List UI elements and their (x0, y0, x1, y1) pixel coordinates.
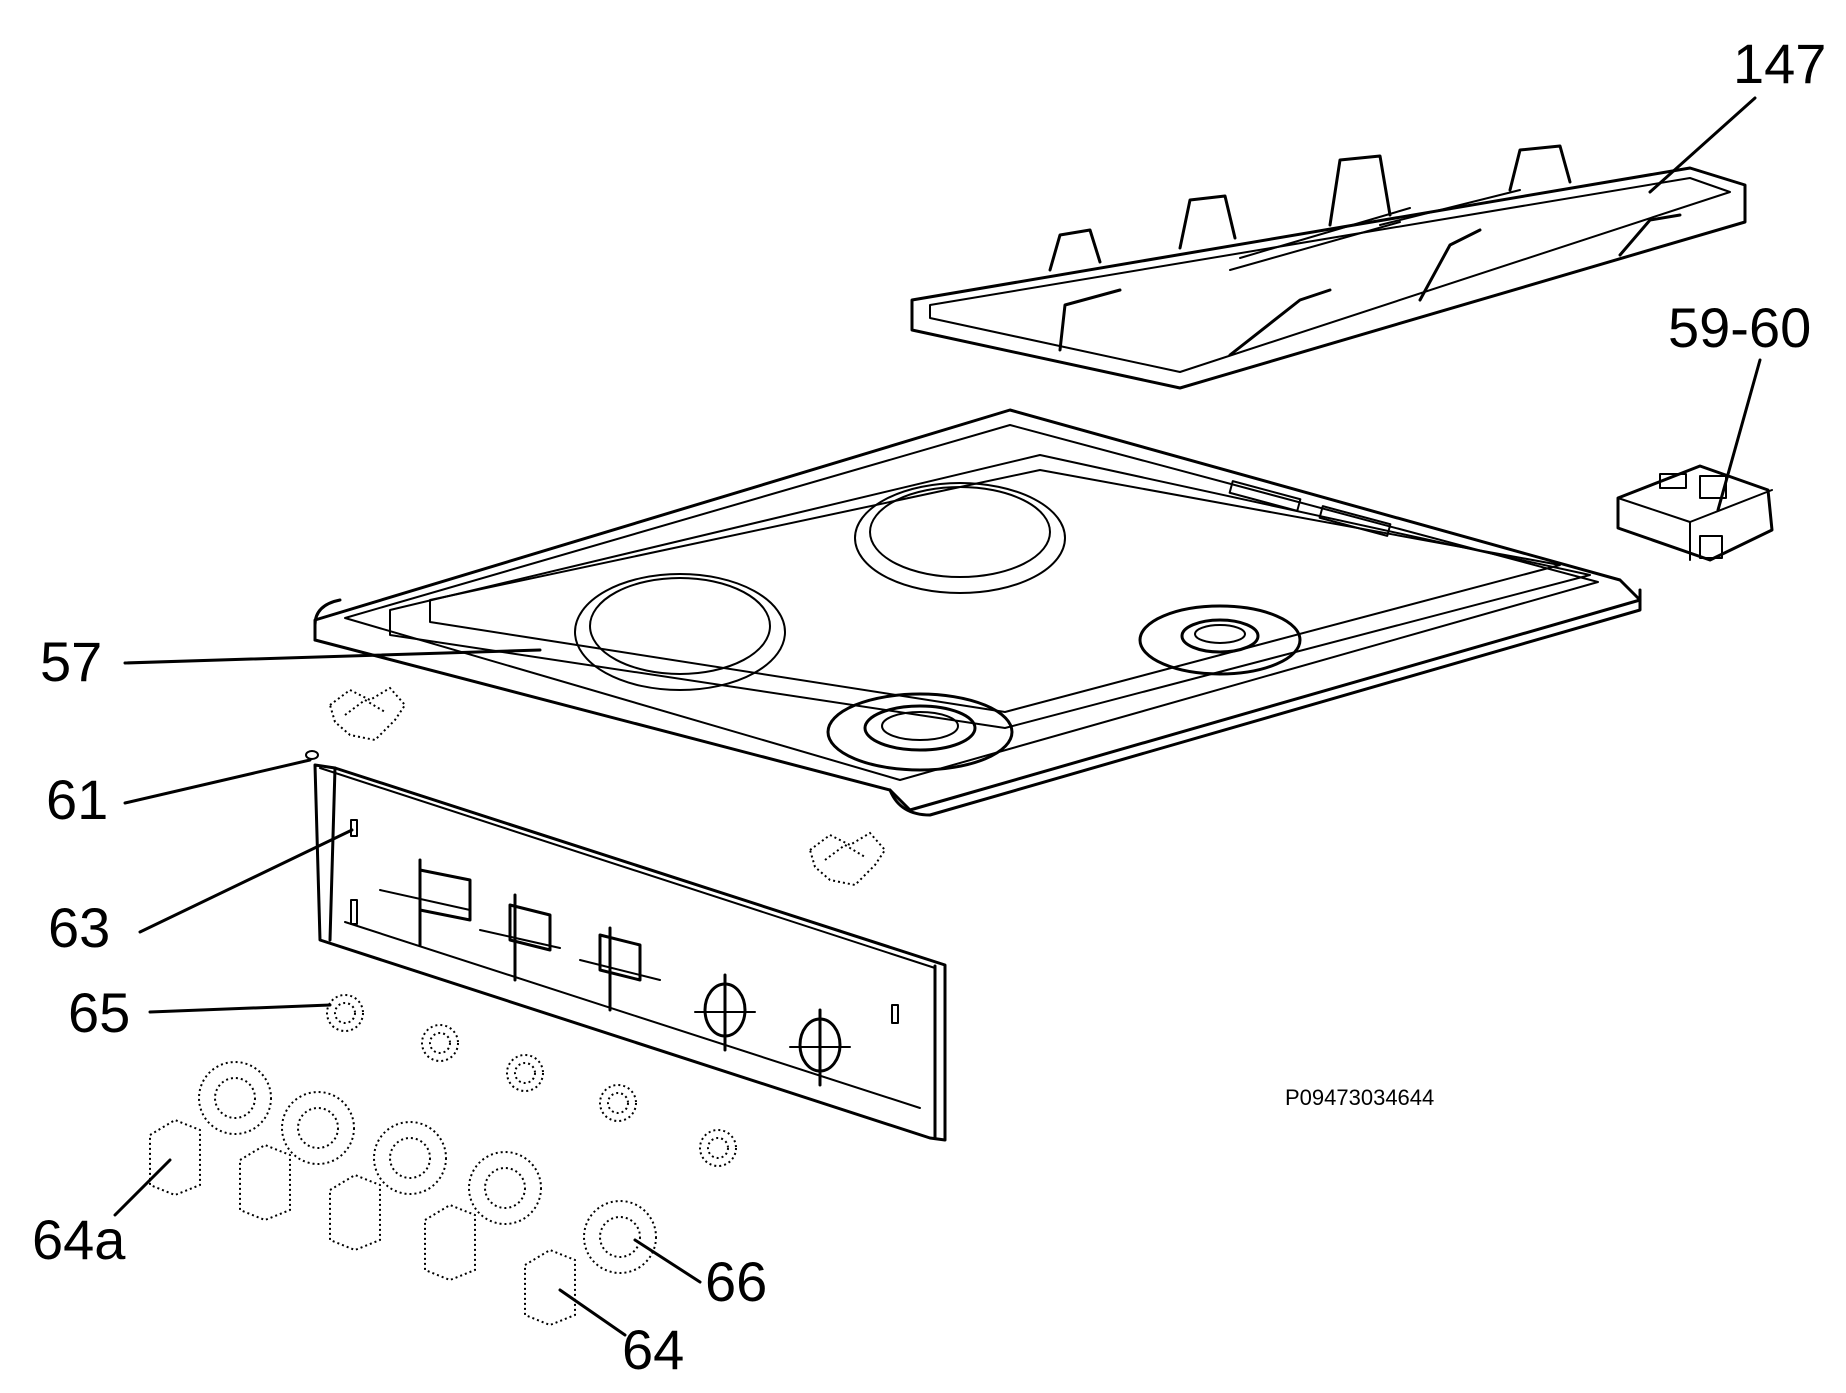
callout-knob-alt: 64a (32, 1208, 126, 1271)
callout-connector: 59-60 (1668, 296, 1812, 359)
callout-panel: 63 (48, 896, 111, 959)
rings (198, 1061, 657, 1274)
springs (305, 686, 887, 887)
callout-ring: 66 (705, 1250, 768, 1313)
callout-hob-top: 57 (40, 630, 103, 693)
callout-grid: 147 (1733, 32, 1827, 95)
bezels (326, 994, 737, 1167)
callout-spring: 61 (46, 768, 109, 831)
callout-bezel: 65 (68, 981, 131, 1044)
control-panel (313, 763, 947, 1142)
pan-support-grid (910, 144, 1747, 390)
connector-block (1616, 464, 1774, 562)
callout-knob: 64 (622, 1318, 685, 1381)
drawing-code: P09473034644 (1285, 1085, 1435, 1110)
hob-top (313, 408, 1642, 817)
leader-lines (113, 96, 1762, 1337)
knobs (149, 1118, 576, 1327)
